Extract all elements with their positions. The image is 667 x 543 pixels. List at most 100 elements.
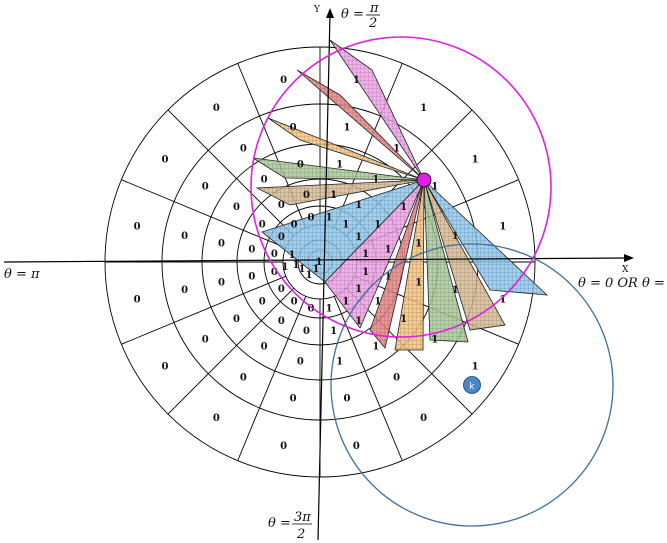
cell-value: 1: [362, 267, 369, 278]
cell-value: 1: [343, 123, 350, 134]
cell-value: 0: [213, 103, 220, 114]
wedge-hatching: [257, 180, 424, 205]
cell-value: 0: [278, 232, 285, 243]
cell-value: 1: [415, 238, 422, 249]
wedge-hatching: [262, 180, 424, 282]
wedge-hatching: [268, 118, 424, 180]
cell-value: 0: [290, 123, 297, 134]
blue-range-circle: [330, 243, 614, 527]
cell-value: 0: [271, 267, 278, 278]
cell-value: 0: [161, 362, 168, 373]
cell-value: 1: [431, 335, 438, 346]
hatched-wedges: [252, 39, 549, 351]
cell-value: 1: [452, 285, 459, 296]
cell-value: 1: [499, 294, 506, 305]
cell-value: 1: [316, 257, 323, 268]
wedge-hatching: [370, 180, 424, 348]
sector-line: [167, 109, 295, 237]
wedge-hatching: [325, 180, 424, 328]
cell-value: 0: [291, 297, 298, 308]
cell-value: 0: [218, 278, 225, 289]
cell-value: 1: [374, 219, 381, 230]
sector-line: [237, 296, 307, 461]
magenta-range-circle: [250, 36, 552, 338]
cell-value: 1: [372, 174, 379, 185]
x-axis-arrow-icon: [624, 254, 634, 262]
cell-value: 0: [261, 342, 268, 353]
wedge-hatching: [395, 180, 424, 350]
cell-value: 0: [393, 373, 400, 384]
theta-three-half-pi-denominator: 2: [296, 527, 305, 542]
cell-value: 1: [326, 304, 333, 315]
cell-value: 0: [261, 174, 268, 185]
theta-half-pi-denominator: 2: [368, 16, 377, 31]
cell-value: 0: [278, 316, 285, 327]
cell-value: 1: [431, 181, 438, 192]
cell-value: 0: [259, 219, 266, 230]
cell-value: 1: [499, 222, 506, 233]
cell-value: 0: [303, 326, 310, 337]
cell-value: 0: [278, 200, 285, 211]
wedge-hatching: [424, 180, 468, 342]
sector-line: [121, 275, 286, 345]
cell-value: 0: [213, 413, 220, 424]
cell-value: 1: [385, 244, 392, 255]
y-axis-label: Y: [313, 5, 321, 15]
cell-value: 1: [336, 159, 343, 170]
cell-value: 0: [343, 393, 350, 404]
axes: [3, 8, 634, 541]
cell-value: 0: [271, 249, 278, 260]
cell-value: 1: [353, 75, 360, 86]
cell-value: 1: [326, 212, 333, 223]
cell-value: 0: [134, 222, 141, 233]
cell-value: 1: [293, 260, 300, 271]
wedge-hatching: [424, 180, 505, 330]
node-k-label: k: [469, 382, 475, 392]
sector-line: [121, 179, 286, 249]
wedge-hatching: [297, 70, 424, 180]
cell-value: 0: [291, 219, 298, 230]
cell-value: 0: [353, 441, 360, 452]
cell-value: 1: [282, 262, 289, 273]
cell-value: 1: [330, 326, 337, 337]
node-k: k: [463, 376, 481, 394]
cell-value: 0: [307, 212, 314, 223]
cell-value: 0: [181, 285, 188, 296]
wedge-hatching: [253, 158, 424, 180]
sector-line: [167, 287, 295, 415]
cell-value: 1: [355, 232, 362, 243]
y-axis-arrow-icon: [326, 8, 334, 18]
cell-value: 0: [307, 304, 314, 315]
cell-value: 1: [400, 202, 407, 213]
cell-value: 1: [452, 231, 459, 242]
magenta-node: [416, 172, 432, 188]
cell-value: 1: [306, 270, 313, 281]
cell-value: 1: [355, 284, 362, 295]
cell-value: 1: [393, 143, 400, 154]
cell-value: 0: [248, 272, 255, 283]
cell-value: 1: [355, 316, 362, 327]
sector-line: [333, 63, 403, 228]
cell-value: 0: [181, 231, 188, 242]
cell-value: 1: [472, 154, 479, 165]
cell-value: 0: [297, 357, 304, 368]
cell-value: 0: [297, 159, 304, 170]
wedge-hatching: [330, 40, 424, 180]
cell-value: 1: [355, 200, 362, 211]
cell-value: 1: [472, 362, 479, 373]
cell-value: 0: [202, 335, 209, 346]
cell-value: 0: [280, 75, 287, 86]
cell-value: 1: [342, 297, 349, 308]
y-axis: [317, 13, 331, 541]
cell-value: 0: [240, 143, 247, 154]
cell-value: 0: [259, 297, 266, 308]
cell-value: 0: [161, 154, 168, 165]
cell-value: 0: [280, 441, 287, 452]
cell-value: 0: [134, 294, 141, 305]
cell-value: 0: [202, 181, 209, 192]
cell-value: 1: [336, 357, 343, 368]
cell-value: 1: [313, 264, 320, 275]
wedge-hatching: [424, 180, 547, 295]
cell-value: 1: [342, 219, 349, 230]
